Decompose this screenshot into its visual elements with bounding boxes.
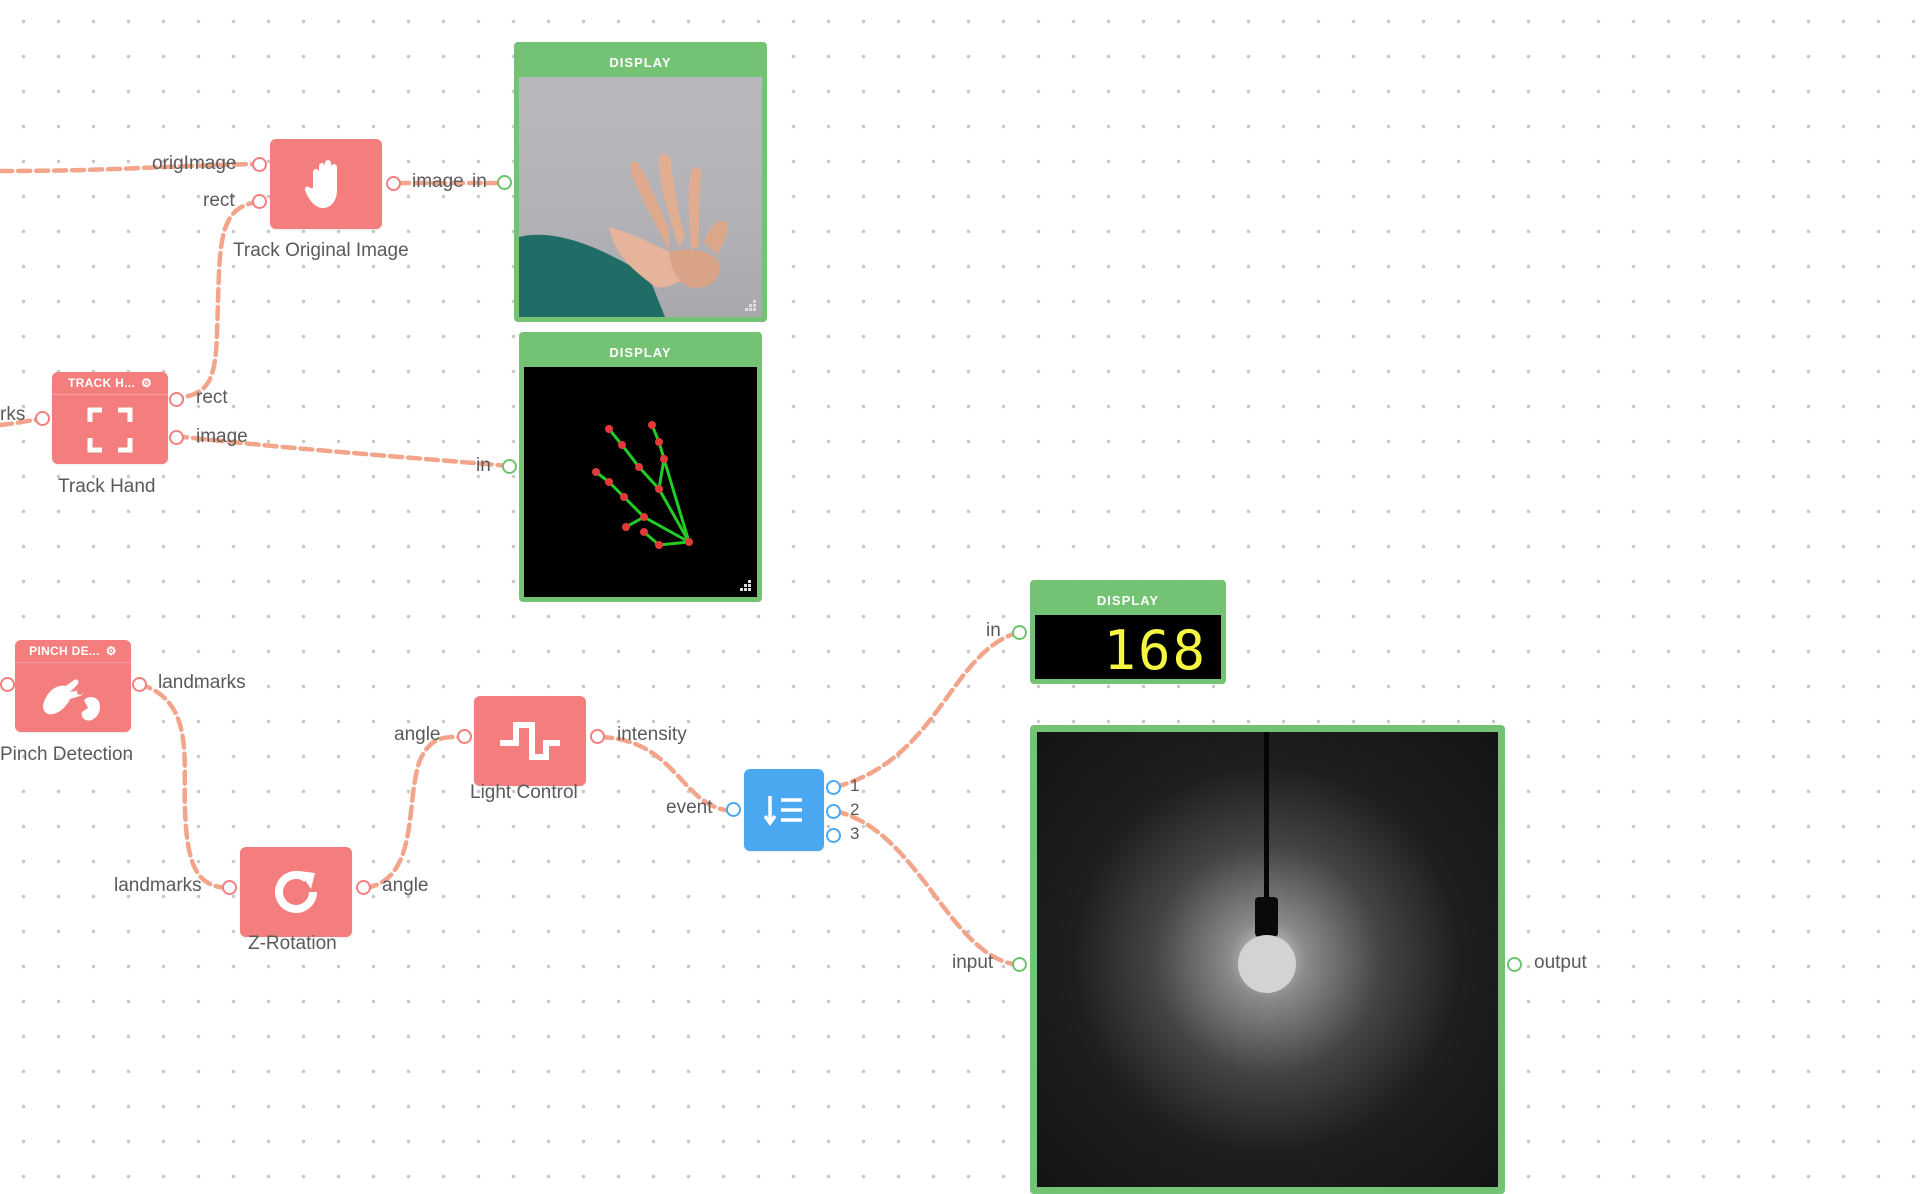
port-rect-in[interactable] xyxy=(252,194,267,209)
display2-in-label: in xyxy=(476,455,491,476)
display-panel-3[interactable]: DISPLAY 168 xyxy=(1030,580,1226,684)
port-label-landmarks-in: landmarks xyxy=(114,875,202,896)
display3-header: DISPLAY xyxy=(1035,585,1221,615)
rotate-icon xyxy=(275,871,317,913)
router-node[interactable] xyxy=(744,769,824,851)
port-origimage[interactable] xyxy=(252,157,267,172)
port-trackhand-in[interactable] xyxy=(35,411,50,426)
display-panel-2[interactable]: DISPLAY xyxy=(519,332,762,602)
wire-router-to-display3 xyxy=(832,629,1023,790)
port-pinch-in[interactable] xyxy=(0,677,15,692)
z-rotation-node[interactable] xyxy=(240,847,352,937)
port-label-rect-out: rect xyxy=(196,387,228,408)
node-label-light-control: Light Control xyxy=(470,782,578,803)
port-out-1[interactable] xyxy=(826,780,841,795)
gear-icon[interactable]: ⚙ xyxy=(140,376,153,390)
port-out-2[interactable] xyxy=(826,804,841,819)
port-label-image-out: image xyxy=(412,171,464,192)
display3-in-label: in xyxy=(986,620,1001,641)
display1-in-label: in xyxy=(472,171,487,192)
port-landmarks-in[interactable] xyxy=(222,880,237,895)
lamp-output-label: output xyxy=(1534,952,1587,973)
port-angle-in[interactable] xyxy=(457,729,472,744)
wire-router-to-lamp xyxy=(832,808,1023,968)
sort-list-icon xyxy=(764,796,802,827)
numeric-readout: 168 xyxy=(1103,619,1207,682)
display1-header: DISPLAY xyxy=(519,47,762,77)
lamp-panel[interactable] xyxy=(1030,725,1505,1194)
hand-photo xyxy=(519,77,762,317)
wire-zrotation-to-lightcontrol xyxy=(362,734,468,891)
pinch-header: PINCH DE... xyxy=(29,644,100,658)
node-label-z-rotation: Z-Rotation xyxy=(248,933,337,954)
port-label-image-out-2: image xyxy=(196,426,248,447)
port-label-angle-in: angle xyxy=(394,724,441,745)
lamp-input-label: input xyxy=(952,952,994,973)
track-hand-node[interactable]: TRACK H... ⚙ xyxy=(52,372,168,464)
gear-icon[interactable]: ⚙ xyxy=(105,644,117,658)
resize-handle-1[interactable] xyxy=(744,299,756,311)
lamp-output-port[interactable] xyxy=(1507,957,1522,972)
port-label-intensity-out: intensity xyxy=(617,724,687,745)
port-event-in[interactable] xyxy=(726,802,741,817)
port-label-out-1: 1 xyxy=(850,776,860,795)
port-label-rect-in: rect xyxy=(203,190,235,211)
port-landmarks-out[interactable] xyxy=(132,677,147,692)
port-image-out[interactable] xyxy=(386,176,401,191)
pinch-detection-node[interactable]: PINCH DE... ⚙ xyxy=(15,640,131,732)
node-label-pinch-detection: Pinch Detection xyxy=(0,744,134,765)
display3-in-port[interactable] xyxy=(1012,625,1027,640)
port-label-out-3: 3 xyxy=(850,824,860,843)
node-label-track-original-image: Track Original Image xyxy=(233,240,409,261)
port-label-trackhand-in: rks xyxy=(0,404,26,425)
track-hand-header: TRACK H... xyxy=(67,376,135,390)
port-label-origimage: origImage xyxy=(152,153,237,174)
display2-header: DISPLAY xyxy=(524,337,757,367)
node-label-track-hand: Track Hand xyxy=(58,476,156,497)
display1-in-port[interactable] xyxy=(497,175,512,190)
wire-rect-to-rect xyxy=(172,199,263,401)
hand-skeleton-image xyxy=(592,421,693,549)
port-label-event-in: event xyxy=(666,797,713,818)
port-out-3[interactable] xyxy=(826,828,841,843)
frame-corners-icon xyxy=(87,407,133,452)
pulse-wave-icon xyxy=(500,722,560,760)
hand-icon xyxy=(304,160,337,208)
port-image-out-2[interactable] xyxy=(169,430,184,445)
wire-pinch-to-zrotation xyxy=(136,681,233,891)
display2-in-port[interactable] xyxy=(502,459,517,474)
port-angle-out[interactable] xyxy=(356,880,371,895)
resize-handle-2[interactable] xyxy=(739,579,751,591)
port-intensity-out[interactable] xyxy=(590,729,605,744)
light-control-node[interactable] xyxy=(474,696,586,786)
port-rect-out[interactable] xyxy=(169,392,184,407)
pinch-hand-icon xyxy=(43,678,100,721)
port-label-angle-out: angle xyxy=(382,875,429,896)
track-original-image-node[interactable] xyxy=(270,139,382,229)
port-label-out-2: 2 xyxy=(850,800,860,819)
display-panel-1[interactable]: DISPLAY xyxy=(514,42,767,322)
lamp-input-port[interactable] xyxy=(1012,957,1027,972)
port-label-landmarks-out: landmarks xyxy=(158,672,246,693)
camera-frame-image xyxy=(519,153,729,317)
light-bulb-icon xyxy=(1238,732,1296,993)
